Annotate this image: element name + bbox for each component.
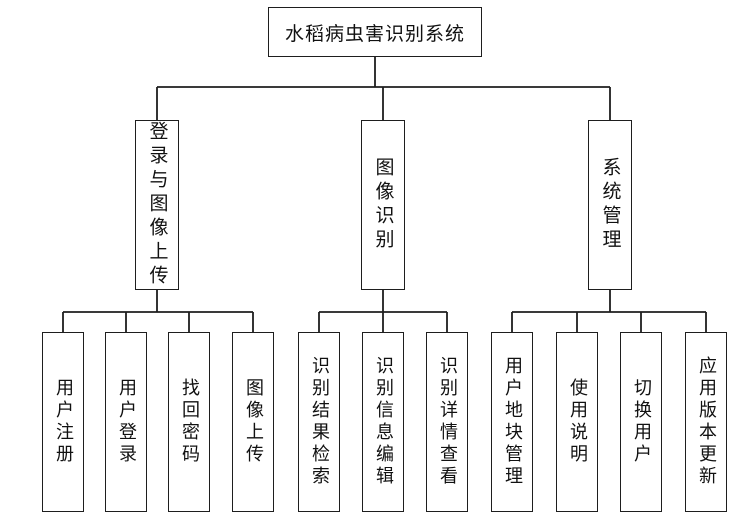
leaf-label: 图像上传 <box>243 378 264 466</box>
leaf-label: 识别信息编辑 <box>373 356 394 488</box>
leaf-user-login: 用户登录 <box>105 332 147 512</box>
leaf-field-management: 用户地块管理 <box>491 332 533 512</box>
leaf-label: 切换用户 <box>631 378 652 466</box>
leaf-label: 使用说明 <box>567 378 588 466</box>
leaf-user-register: 用户注册 <box>42 332 84 512</box>
leaf-version-update: 应用版本更新 <box>685 332 727 512</box>
module-label: 系统管理 <box>599 157 622 253</box>
leaf-detail-view: 识别详情查看 <box>426 332 468 512</box>
module-label: 登录与图像上传 <box>146 121 169 289</box>
module-label: 图像识别 <box>372 157 395 253</box>
leaf-label: 识别详情查看 <box>437 356 458 488</box>
leaf-usage-guide: 使用说明 <box>556 332 598 512</box>
module-login-upload: 登录与图像上传 <box>135 120 179 290</box>
leaf-result-search: 识别结果检索 <box>298 332 340 512</box>
leaf-label: 用户登录 <box>116 378 137 466</box>
root-node-label: 水稻病虫害识别系统 <box>284 22 465 45</box>
module-image-recognition: 图像识别 <box>361 120 405 290</box>
leaf-info-edit: 识别信息编辑 <box>362 332 404 512</box>
leaf-label: 用户注册 <box>53 378 74 466</box>
leaf-label: 识别结果检索 <box>309 356 330 488</box>
root-node: 水稻病虫害识别系统 <box>268 7 482 57</box>
leaf-label: 应用版本更新 <box>696 356 717 488</box>
leaf-label: 找回密码 <box>179 378 200 466</box>
leaf-recover-password: 找回密码 <box>168 332 210 512</box>
leaf-switch-user: 切换用户 <box>620 332 662 512</box>
leaf-label: 用户地块管理 <box>502 356 523 488</box>
leaf-image-upload: 图像上传 <box>232 332 274 512</box>
module-system-management: 系统管理 <box>588 120 632 290</box>
